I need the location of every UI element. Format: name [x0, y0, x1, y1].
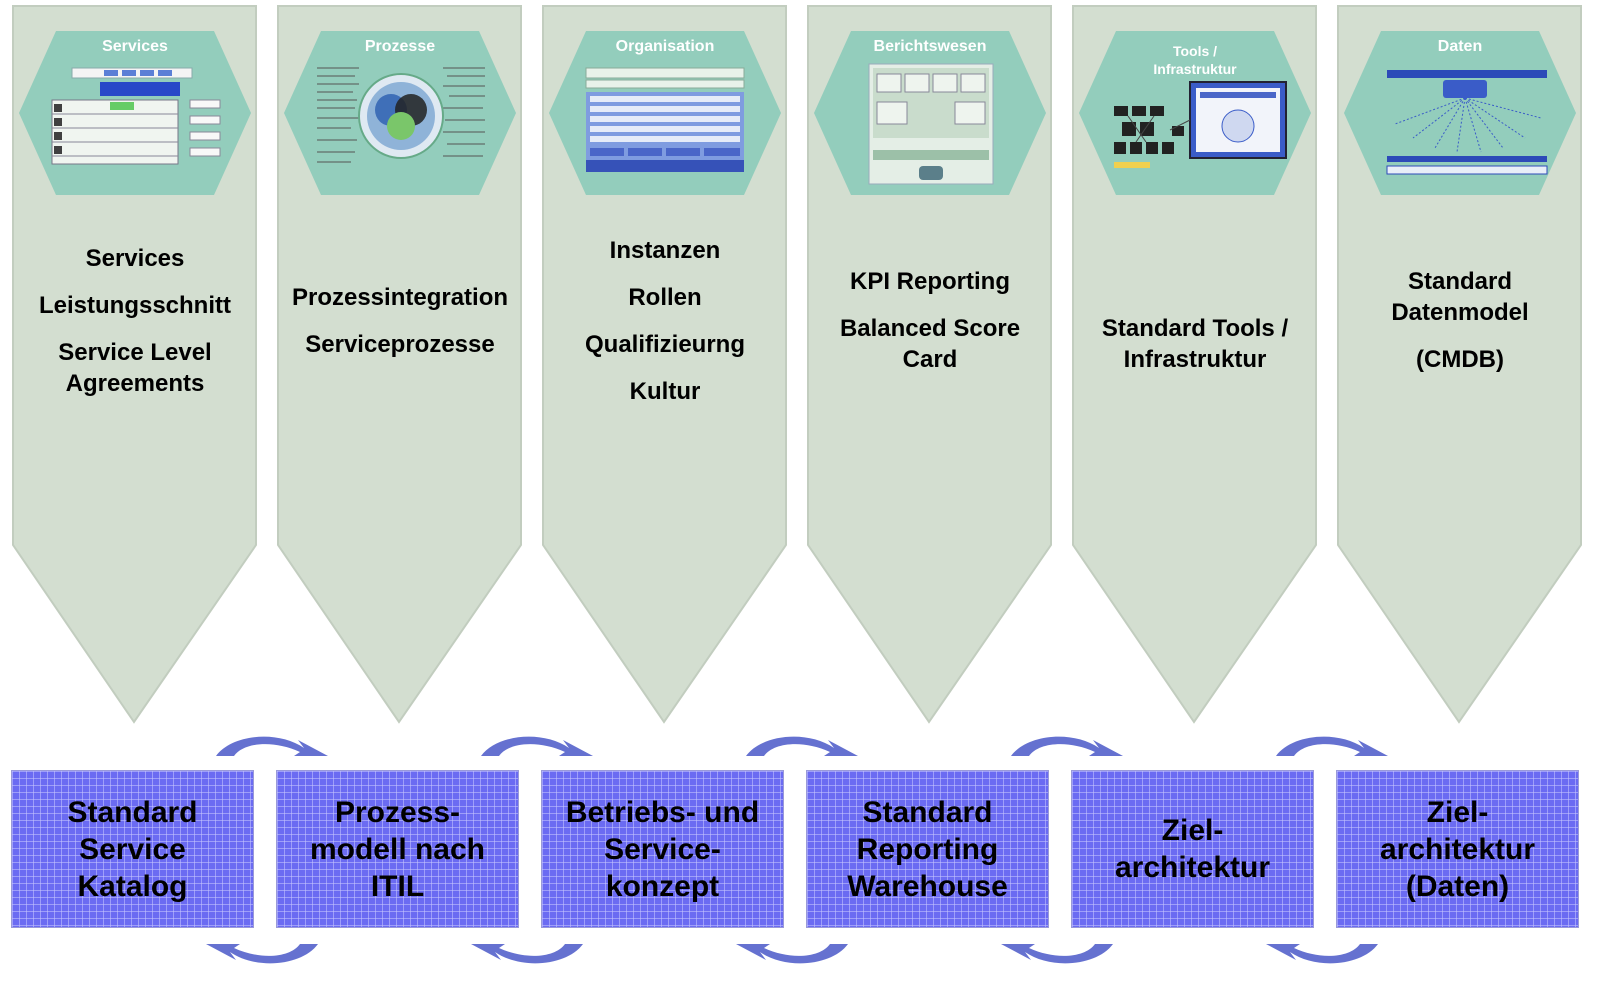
pillar-organisation: Organisation Instanzen Rollen Qualifizie…	[542, 0, 788, 725]
pillar-item: Rollen	[628, 284, 702, 311]
services-thumbnail	[51, 67, 221, 165]
pillar-item: Standard Tools / Infrastruktur	[1101, 315, 1289, 373]
pillar-item: (CMDB)	[1416, 346, 1504, 373]
pillar-item: Leistungsschnitt	[38, 292, 231, 319]
forward-arrow-icon	[1011, 736, 1123, 756]
pillar-item: Service Level Agreements	[58, 339, 212, 397]
backward-arrow-icon	[1001, 944, 1113, 964]
backward-arrow-icon	[206, 944, 318, 964]
pillar-item: Instanzen	[609, 237, 721, 264]
forward-arrow-icon	[481, 736, 593, 756]
hex-title: Daten	[1437, 38, 1483, 55]
deliverable-box: Ziel- architektur	[1071, 770, 1314, 928]
box-label: Prozess- modell nach ITIL	[309, 795, 486, 903]
pillar-tools: Tools / Infrastruktur Standard Tools / I…	[1072, 0, 1318, 725]
deliverable-box: Prozess- modell nach ITIL	[276, 770, 519, 928]
pillar-text: Services Leistungsschnitt Service Level …	[12, 243, 258, 415]
deliverable-box: Standard Reporting Warehouse	[806, 770, 1049, 928]
forward-arrow-icon	[216, 736, 328, 756]
hex-title: Tools / Infrastruktur	[1153, 43, 1237, 77]
forward-arrow-icon	[746, 736, 858, 756]
box-label: Standard Service Katalog	[67, 795, 198, 903]
pillar-text: Standard Datenmodel (CMDB)	[1337, 266, 1583, 391]
box-label: Ziel- architektur	[1114, 814, 1271, 884]
reporting-thumbnail	[868, 63, 994, 185]
deliverable-box: Ziel- architektur (Daten)	[1336, 770, 1579, 928]
pillar-services: Services Services Leistungsschnitt Servi…	[12, 0, 258, 725]
pillar-daten: Daten Standard Datenmodel (CMDB)	[1337, 0, 1583, 725]
backward-arrow-icon	[471, 944, 583, 964]
pillar-prozesse: Prozesse Prozessintegration Serviceproze…	[277, 0, 523, 725]
hex-title: Berichtswesen	[873, 38, 987, 55]
backward-arrow-icon	[1266, 944, 1378, 964]
process-cycle-thumbnail	[317, 67, 485, 163]
pillar-text: KPI Reporting Balanced Score Card	[807, 266, 1053, 391]
box-label: Ziel- architektur (Daten)	[1379, 795, 1536, 903]
pillar-text: Prozessintegration Serviceprozesse	[277, 282, 523, 376]
hex-title: Prozesse	[364, 38, 436, 55]
data-model-thumbnail	[1386, 70, 1548, 175]
pillar-text: Instanzen Rollen Qualifizieurng Kultur	[542, 235, 788, 423]
pillar-item: Standard Datenmodel	[1391, 268, 1529, 326]
forward-arrow-icon	[1276, 736, 1388, 756]
organisation-thumbnail	[585, 67, 745, 172]
pillar-item: Balanced Score Card	[839, 315, 1021, 373]
pillar-item: Services	[85, 245, 185, 272]
pillar-item: KPI Reporting	[850, 268, 1010, 295]
box-label: Standard Reporting Warehouse	[847, 795, 1008, 903]
deliverable-box: Betriebs- und Service- konzept	[541, 770, 784, 928]
deliverable-box: Standard Service Katalog	[11, 770, 254, 928]
backward-arrow-icon	[736, 944, 848, 964]
pillar-text: Standard Tools / Infrastruktur	[1072, 313, 1318, 391]
pillar-item: Kultur	[629, 378, 701, 405]
box-label: Betriebs- und Service- konzept	[565, 795, 760, 903]
pillar-item: Qualifizieurng	[584, 331, 745, 358]
infrastructure-thumbnail	[1114, 81, 1287, 168]
pillar-item: Serviceprozesse	[305, 331, 495, 358]
hex-title: Organisation	[615, 38, 715, 55]
pillar-berichtswesen: Berichtswesen KPI Reporting Balanced Sco…	[807, 0, 1053, 725]
pillar-item: Prozessintegration	[291, 284, 509, 311]
hex-title: Services	[102, 38, 168, 55]
